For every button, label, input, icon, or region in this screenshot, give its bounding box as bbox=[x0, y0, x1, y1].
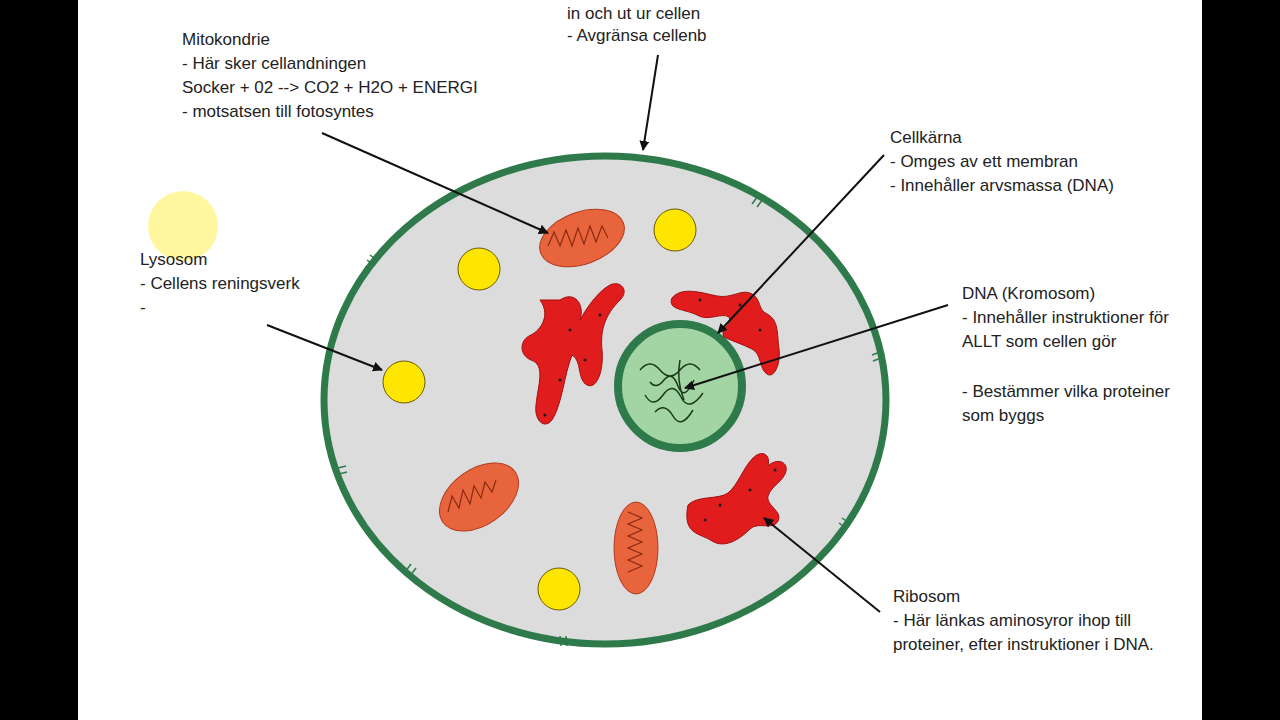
formula: Socker + 02 --> CO2 + H2O + ENERGI bbox=[182, 76, 478, 100]
description: - bbox=[140, 296, 146, 320]
description: - motsatsen till fotosyntes bbox=[182, 100, 374, 124]
heading: Ribosom bbox=[893, 585, 960, 609]
lysosomes bbox=[383, 209, 696, 610]
description: - Här länkas aminosyror ihop till protei… bbox=[893, 609, 1188, 657]
heading: DNA (Kromosom) bbox=[962, 282, 1187, 306]
description: - Cellens reningsverk bbox=[140, 272, 300, 296]
side-bar bbox=[0, 0, 78, 720]
cell-membrane bbox=[324, 156, 886, 644]
description: - Omges av ett membran bbox=[890, 150, 1078, 174]
mitochondria-cristae bbox=[448, 226, 642, 572]
mitochondria bbox=[427, 199, 658, 594]
description: - Innehåller arvsmassa (DNA) bbox=[890, 174, 1114, 198]
ribosome-dots bbox=[544, 299, 777, 522]
description: - Här sker cellandningen bbox=[182, 52, 366, 76]
membrane-text: in och ut ur cellen bbox=[567, 2, 700, 26]
membrane-pores bbox=[338, 196, 881, 646]
description: - Innehåller instruktioner för ALLT som … bbox=[962, 306, 1187, 354]
leader-lines bbox=[267, 55, 948, 612]
ribosome-structures bbox=[522, 284, 786, 544]
heading: Cellkärna bbox=[890, 126, 962, 150]
description: - Bestämmer vilka proteiner som byggs bbox=[962, 380, 1187, 428]
dna-chromosome bbox=[640, 360, 703, 422]
heading: Mitokondrie bbox=[182, 28, 270, 52]
nucleus bbox=[618, 324, 742, 448]
side-bar bbox=[1202, 0, 1280, 720]
membrane-text: - Avgränsa cellenb bbox=[567, 24, 707, 48]
heading: Lysosom bbox=[140, 248, 207, 272]
